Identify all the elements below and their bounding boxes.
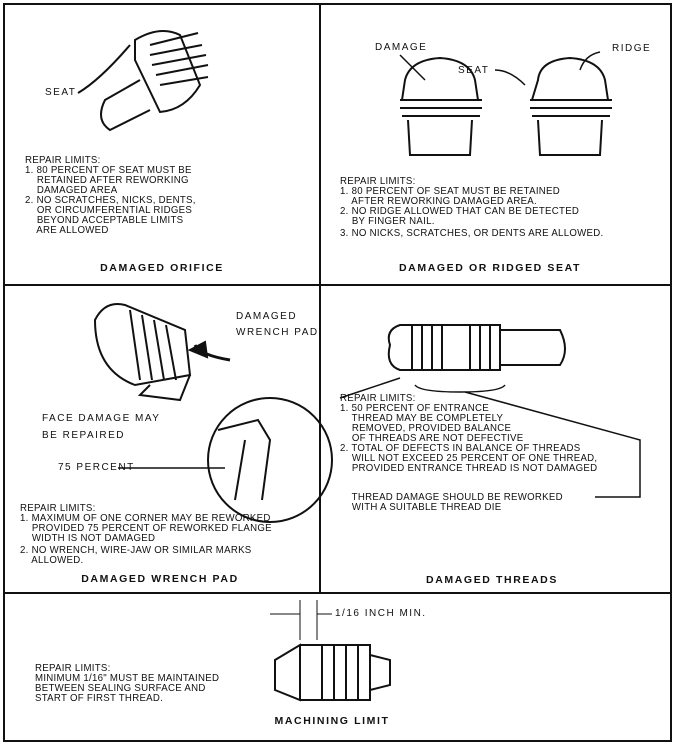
panel-title: DAMAGED WRENCH PAD [81, 573, 239, 585]
panel-title: MACHINING LIMIT [274, 715, 390, 727]
panel-title: DAMAGED THREADS [426, 574, 558, 586]
limits-line: BETWEEN SEALING SURFACE AND [35, 682, 206, 694]
limits-line: REMOVED, PROVIDED BALANCE [340, 422, 512, 434]
limits-line: RETAINED AFTER REWORKING [25, 174, 189, 186]
limits-line: 1. 50 PERCENT OF ENTRANCE [340, 402, 489, 414]
limits-line: PROVIDED ENTRANCE THREAD IS NOT DAMAGED [340, 462, 598, 474]
limits-line: BEYOND ACCEPTABLE LIMITS [25, 214, 184, 226]
limits-line: THREAD MAY BE COMPLETELY [340, 412, 504, 424]
limits-line: ALLOWED. [20, 554, 84, 566]
face-damage-label: FACE DAMAGE MAY [42, 413, 161, 424]
wrench-pad-drawing [93, 303, 333, 523]
limits-line: 2. NO SCRATCHES, NICKS, DENTS, [25, 194, 196, 206]
limits-line: REPAIR LIMITS: [35, 662, 111, 674]
damaged-label: DAMAGED [236, 311, 298, 322]
limits-line: 1. 80 PERCENT OF SEAT MUST BE [25, 164, 192, 176]
limits-line: REPAIR LIMITS: [340, 175, 416, 187]
orifice-fitting-drawing [77, 30, 209, 132]
limits-line: BY FINGER NAIL. [340, 215, 435, 227]
limits-line: 2. NO RIDGE ALLOWED THAT CAN BE DETECTED [340, 205, 580, 217]
limits-line: 2. TOTAL OF DEFECTS IN BALANCE OF THREAD… [340, 442, 581, 454]
limits-line: OF THREADS ARE NOT DEFECTIVE [340, 432, 524, 444]
damage-label: DAMAGE [375, 42, 428, 53]
limits-line: WILL NOT EXCEED 25 PERCENT OF ONE THREAD… [340, 452, 598, 464]
panel-machining-limit [3, 592, 672, 742]
limits-line: AFTER REWORKING DAMAGED AREA. [340, 195, 537, 207]
limits-line: REPAIR LIMITS: [25, 154, 101, 166]
limits-line: 2. NO WRENCH, WIRE-JAW OR SIMILAR MARKS [20, 544, 252, 556]
limits-line: 1. MAXIMUM OF ONE CORNER MAY BE REWORKED [20, 512, 271, 524]
panel-title: DAMAGED OR RIDGED SEAT [398, 262, 582, 274]
limits-line: REPAIR LIMITS: [340, 392, 416, 404]
limits-line: OR CIRCUMFERENTIAL RIDGES [25, 204, 193, 216]
seat-label: SEAT [45, 87, 77, 98]
limits-line: THREAD DAMAGE SHOULD BE REWORKED [340, 491, 563, 503]
limits-line: 3. NO NICKS, SCRATCHES, OR DENTS ARE ALL… [340, 227, 604, 239]
machining-fitting-drawing [270, 600, 391, 702]
limits-line: DAMAGED AREA [25, 184, 118, 196]
be-repaired-label: BE REPAIRED [42, 430, 125, 441]
dimension-label: 1/16 INCH MIN. [335, 608, 427, 619]
seat-fittings-drawing [399, 51, 612, 156]
panel-title: DAMAGED ORIFICE [100, 262, 224, 274]
limits-line: 1. 80 PERCENT OF SEAT MUST BE RETAINED [340, 185, 561, 197]
ridge-label: RIDGE [612, 43, 652, 54]
limits-line: ARE ALLOWED [25, 224, 109, 236]
percent-label: 75 PERCENT [58, 462, 135, 473]
limits-line: WIDTH IS NOT DAMAGED [20, 532, 156, 544]
limits-line: WITH A SUITABLE THREAD DIE [340, 501, 502, 513]
limits-line: REPAIR LIMITS: [20, 502, 96, 514]
threads-drawing [339, 324, 641, 498]
limits-line: START OF FIRST THREAD. [35, 692, 164, 704]
limits-line: PROVIDED 75 PERCENT OF REWORKED FLANGE [20, 522, 272, 534]
limits-line: MINIMUM 1/16" MUST BE MAINTAINED [35, 672, 220, 684]
wrench-pad-label: WRENCH PAD [236, 327, 319, 338]
seat-label: SEAT [458, 65, 490, 76]
